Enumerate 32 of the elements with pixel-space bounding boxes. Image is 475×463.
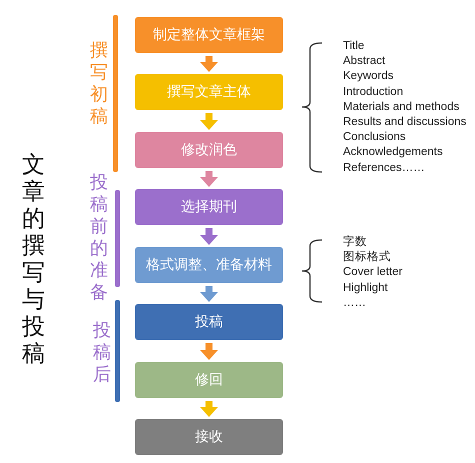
arrow	[200, 286, 218, 302]
process-box: 选择期刊	[135, 189, 283, 225]
process-box: 接收	[135, 419, 283, 455]
list-item: ……	[343, 296, 366, 311]
list-item: References……	[343, 160, 425, 176]
process-box: 修回	[135, 362, 283, 398]
process-box: 修改润色	[135, 132, 283, 168]
vertical-title: 文章的撰写与投稿	[22, 152, 45, 368]
group-label: 撰写初稿	[90, 40, 108, 128]
list-item: Conclusions	[343, 130, 406, 146]
process-box: 投稿	[135, 304, 283, 340]
arrow	[200, 113, 218, 130]
process-box: 制定整体文章框架	[135, 17, 283, 53]
process-box: 格式调整、准备材料	[135, 247, 283, 283]
list-item: Title	[343, 39, 364, 54]
list-item: Introduction	[343, 84, 404, 100]
list-item: 字数	[343, 235, 367, 250]
list-item: Keywords	[343, 69, 394, 84]
list-item: Results and discussions	[343, 115, 466, 130]
list-item: Highlight	[343, 280, 388, 296]
list-item: Acknowledgements	[343, 145, 443, 160]
list-item: Materials and methods	[343, 100, 460, 115]
arrow	[200, 343, 218, 360]
group-label: 投稿前的准备	[90, 172, 108, 304]
group-label: 投稿后	[93, 320, 111, 386]
list-item: 图标格式	[343, 250, 391, 266]
list-item: Abstract	[343, 54, 386, 70]
arrow	[200, 401, 218, 417]
list-item: Cover letter	[343, 265, 402, 280]
process-box: 撰写文章主体	[135, 74, 283, 110]
arrow	[200, 228, 218, 245]
arrow	[200, 56, 218, 72]
